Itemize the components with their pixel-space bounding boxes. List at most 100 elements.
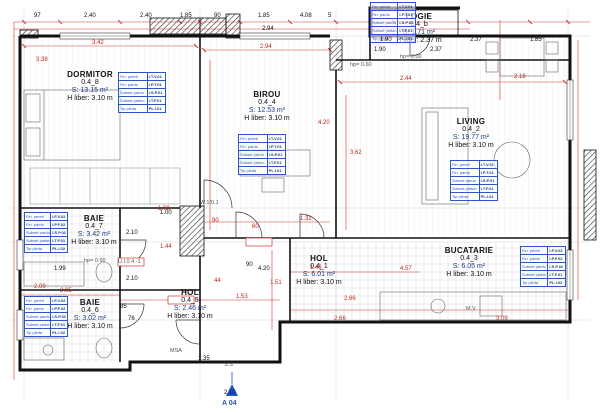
dim-red-7: 4.20 [318,120,330,126]
section-label: A 04 [222,400,237,407]
room-height: H liber: 2.37 m [396,37,442,45]
finish-label: Subset plafon [26,321,52,328]
finish-code: I.T.F.01 [399,28,413,33]
dim-red-8: 1.32 [300,216,312,222]
finish-code: PL.I.01 [399,36,413,41]
room-area: S: 12.53 m² [248,107,286,115]
dim-red-11: 60 [252,224,259,230]
room-height: H liber: 3.10 m [446,271,492,279]
room-code: 0.4_2 [462,126,480,134]
room-code: 0.4_7 [85,223,103,231]
note-window: W.1/0.1 [200,200,219,206]
finish-label: Subset plafon [119,97,148,104]
finish-code: I.P.T.01 [480,170,494,175]
room-name: BUCATARIE [444,246,494,255]
dim-red-20: 3.09 [496,316,508,322]
finish-code: I.S.P.02 [52,314,66,319]
dim-red-1: 3.42 [92,40,104,46]
dim-red-22: 2.09 [34,284,46,290]
room-birou: BIROU 0.4_4 S: 12.53 m² H liber: 3.10 m [222,90,312,123]
dim-red-16: 1.46 [310,265,322,271]
wardrobe [29,167,181,205]
finish-code: I.P.F.02 [549,256,563,261]
finish-code: I.P.F.02 [52,306,66,311]
dim-black-1: 1.00 [160,210,172,216]
finish-label: Fin. pardo [521,255,549,262]
room-area: S: 3.42 m² [77,231,111,239]
sofa [421,107,469,205]
finish-label: Tip plinta [239,167,268,174]
room-code: 0.4_4 [258,99,276,107]
room-logie: LOGIE 0.4_b S: 1.71 m² H liber: 2.37 m [384,12,454,45]
finish-code: I.T.V.01 [148,74,162,79]
finish-code: I.P.T.01 [268,144,282,149]
finish-code: PL.I.02 [549,280,563,285]
dim-red-4: 2.16 [514,74,526,80]
dormitor-floor [24,36,194,208]
room-code: 0.4_5 [181,297,199,305]
room-name: BAIE [83,214,105,223]
dim-red-2: 3.38 [36,57,48,63]
finish-code: I.P.T.01 [399,12,413,17]
dim-black-4: 1.99 [54,266,66,272]
dim-top-1: 97 [34,13,41,19]
living-floor [336,36,568,236]
dim-top-3: 2.40 [140,13,152,19]
room-height: H liber: 3.10 m [296,279,342,287]
finish-code: I.P.T.01 [148,82,162,87]
finish-code: PL.I.01 [480,194,494,199]
finish-code: PL.I.01 [148,106,162,111]
dim-black-7: 90 [246,262,253,268]
dining-table [485,37,559,77]
finish-label: Subset pardo [451,177,480,184]
room-code: 0.4_3 [460,255,478,263]
room-name: HOL [310,254,328,263]
room-area: S: 13.15 m² [71,87,109,95]
section-marker [226,372,238,396]
bed [23,89,121,161]
finish-label: Fin. pardo [371,11,399,18]
dim-top-12: 1.85 [530,37,542,43]
finish-code: I.T.F.01 [52,322,66,327]
room-name: LOGIE [405,12,433,21]
finish-label: Fin. pereti [451,161,480,168]
room-baie-2: BAIE 0.4_6 S: 3.02 m² H liber: 3.10 m [62,298,118,331]
room-height: H liber: 3.10 m [448,142,494,150]
finish-code: I.F.V.02 [549,248,563,253]
room-area: S: 3.02 m² [73,315,107,323]
finish-label: Fin. pardo [119,81,148,88]
dim-red-9: 1.00 [158,206,170,212]
finish-label: Tip plinta [119,105,148,112]
dim-black-6: 85 [120,304,127,310]
finish-code: PL.I.02 [52,330,66,335]
room-dormitor: DORMITOR 0.4_8 S: 13.15 m² H liber: 3.10… [44,70,136,103]
room-height: H liber: 3.10 m [244,115,290,123]
finish-label: Fin. pereti [119,73,148,80]
dim-black-5: 2.10 [224,390,236,396]
room-area: S: 6.01 m² [302,271,336,279]
dim-black-12: 1.90 [374,47,386,53]
note-msa: MSA [170,348,182,354]
finish-code: I.T.F.01 [268,160,282,165]
finish-code: I.S.P.02 [52,230,66,235]
finish-code: I.F.V.02 [52,298,66,303]
room-name: DORMITOR [67,70,113,79]
finish-code: I.S.P.01 [480,178,495,183]
